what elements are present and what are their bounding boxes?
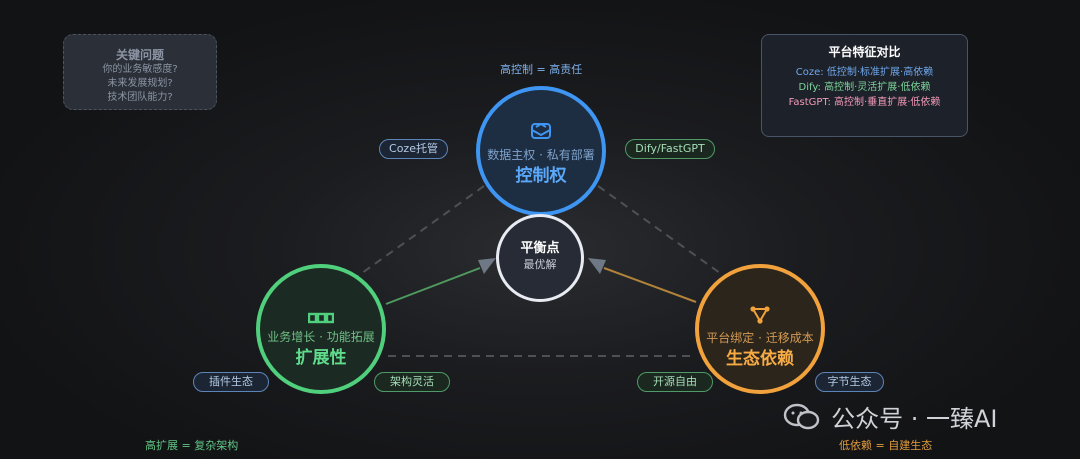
question-line: 你的业务敏感度? [102, 64, 178, 75]
tag-dify-fastgpt: Dify/FastGPT [625, 139, 715, 159]
arrowhead-extend [478, 258, 496, 274]
watermark-text: 公众号 · 一臻AI [831, 405, 998, 433]
tag-bytedance-ecosystem: 字节生态 [815, 372, 884, 392]
comparison-row-coze: Coze: 低控制·标准扩展·高依赖 [795, 67, 934, 78]
ecosystem-caption: 低依赖 = 自建生态 [839, 439, 933, 452]
tag-flexible-architecture: 架构灵活 [374, 372, 450, 392]
ecosystem-title: 生态依赖 [726, 349, 794, 369]
platform-comparison-box: 平台特征对比 Coze: 低控制·标准扩展·高依赖 Dify: 高控制·灵活扩展… [761, 34, 968, 137]
network-icon [750, 306, 770, 324]
ecosystem-subtitle: 平台绑定 · 迁移成本 [706, 331, 814, 345]
key-questions-title: 关键问题 [115, 48, 164, 62]
tag-plugin-ecosystem: 插件生态 [193, 372, 269, 392]
arrow-from-ecosystem [603, 267, 697, 303]
comparison-title: 平台特征对比 [828, 45, 901, 59]
watermark: 公众号 · 一臻AI [782, 399, 997, 434]
arrow-from-extend [385, 267, 481, 305]
question-line: 技术团队能力? [107, 92, 173, 103]
tag-coze-hosted: Coze托管 [379, 139, 448, 159]
extend-caption: 高扩展 = 复杂架构 [145, 439, 239, 452]
balance-point-node: 平衡点 最优解 [496, 214, 584, 302]
triangle-edge-top-left [354, 185, 485, 279]
extensibility-node: 业务增长 · 功能拓展 扩展性 [256, 264, 386, 394]
balance-subtitle: 最优解 [523, 258, 557, 271]
key-questions-box: 关键问题 你的业务敏感度? 未来发展规划? 技术团队能力? [63, 34, 217, 110]
extensibility-title: 扩展性 [295, 348, 347, 368]
blocks-icon [307, 312, 335, 324]
tag-open-source: 开源自由 [637, 372, 713, 392]
control-subtitle: 数据主权 · 私有部署 [487, 148, 595, 162]
question-line: 未来发展规划? [107, 78, 173, 89]
triangle-edge-top-right [597, 185, 728, 279]
extensibility-subtitle: 业务增长 · 功能拓展 [267, 330, 375, 344]
control-node: 数据主权 · 私有部署 控制权 [476, 86, 606, 216]
control-title: 控制权 [515, 166, 567, 186]
balance-title: 平衡点 [520, 241, 560, 256]
ecosystem-node: 平台绑定 · 迁移成本 生态依赖 [695, 264, 825, 394]
wechat-icon [783, 403, 820, 429]
arrowhead-ecosystem [588, 258, 606, 274]
control-caption: 高控制 = 高责任 [500, 63, 583, 76]
comparison-row-fastgpt: FastGPT: 高控制·垂直扩展·低依赖 [788, 97, 941, 108]
envelope-icon [531, 122, 551, 139]
comparison-row-dify: Dify: 高控制·灵活扩展·低依赖 [798, 82, 931, 93]
